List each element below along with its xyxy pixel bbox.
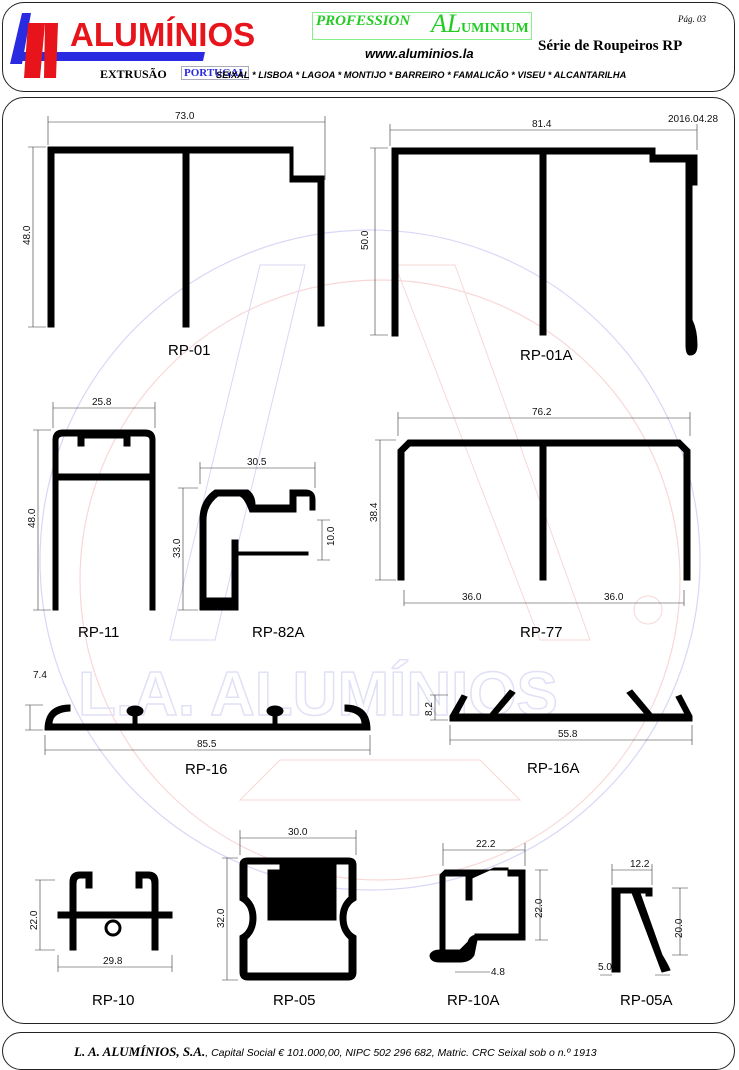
profile-label: RP-10 bbox=[92, 992, 135, 1009]
profile-rp-01: 73.0 48.0 RP-01 bbox=[22, 111, 326, 359]
locations: SEIXAL * LISBOA * LAGOA * MONTIJO * BARR… bbox=[216, 70, 627, 80]
drawing-area bbox=[2, 97, 735, 1024]
dim-width: 25.8 bbox=[92, 397, 112, 408]
profile-rp-16a: 8.2 55.8 RP-16A bbox=[424, 689, 693, 777]
profile-label: RP-05 bbox=[273, 992, 316, 1009]
dim-height: 48.0 bbox=[27, 508, 38, 528]
profile-rp-77: 76.2 38.4 36.0 36.0 RP-77 bbox=[369, 407, 691, 641]
profile-rp-10: 29.8 22.0 RP-10 bbox=[29, 871, 173, 1009]
profile-label: RP-16A bbox=[527, 760, 580, 777]
profile-label: RP-16 bbox=[185, 761, 228, 778]
dim-height: 50.0 bbox=[360, 230, 371, 250]
profile-rp-16: 7.4 85.5 RP-16 bbox=[25, 670, 371, 778]
profile-label: RP-01A bbox=[520, 347, 573, 364]
profile-label: RP-05A bbox=[620, 992, 673, 1009]
dim-height: 33.0 bbox=[172, 538, 183, 558]
dim-height: 20.0 bbox=[674, 918, 685, 938]
profile-rp-05a: 12.2 20.0 5.0 RP-05A bbox=[598, 859, 688, 1009]
dim-small: 4.8 bbox=[491, 967, 505, 978]
dim-width: 30.5 bbox=[247, 457, 267, 468]
dim-height: 7.4 bbox=[33, 670, 47, 681]
dim-small: 5.0 bbox=[598, 962, 612, 973]
logo-text: ALUMÍNIOS bbox=[70, 16, 256, 53]
dim-height: 38.4 bbox=[369, 502, 380, 522]
profile-label: RP-10A bbox=[447, 992, 500, 1009]
profile-label: RP-77 bbox=[520, 624, 563, 641]
header bbox=[2, 2, 735, 92]
profile-rp-11: 25.8 48.0 RP-11 bbox=[27, 397, 156, 641]
dim-height: 22.0 bbox=[534, 898, 545, 918]
profile-rp-05: 30.0 32.0 RP-05 bbox=[216, 827, 357, 1009]
series-title: Série de Roupeiros RP bbox=[538, 38, 683, 54]
profile-rp-10a: 22.2 22.0 4.8 RP-10A bbox=[429, 839, 548, 1009]
company-name: L. A. ALUMÍNIOS, S.A. bbox=[74, 1044, 206, 1059]
dim-width: 12.2 bbox=[630, 859, 650, 870]
dim-height: 22.0 bbox=[29, 910, 40, 930]
dim-width: 85.5 bbox=[197, 739, 217, 750]
dim-height: 8.2 bbox=[424, 702, 435, 716]
profession-aluminium-logo: PROFESSION AL UMINIUM bbox=[312, 9, 532, 40]
profession-prefix: PROFESSION bbox=[316, 13, 411, 29]
profile-rp-82a: 30.5 33.0 10.0 RP-82A bbox=[172, 457, 337, 641]
dim-width: 73.0 bbox=[175, 111, 195, 122]
profile-label: RP-11 bbox=[78, 624, 119, 641]
footer-text: L. A. ALUMÍNIOS, S.A., Capital Social € … bbox=[74, 1044, 597, 1060]
date: 2016.04.28 bbox=[668, 114, 718, 125]
watermark: L.A. ALUMÍNIOS bbox=[39, 229, 701, 891]
profile-label: RP-82A bbox=[252, 624, 305, 641]
page-number: Pág. 03 bbox=[678, 14, 706, 24]
dim-height: 48.0 bbox=[22, 225, 33, 245]
dim-height: 32.0 bbox=[216, 908, 227, 928]
profession-al: AL bbox=[431, 9, 462, 38]
footer bbox=[2, 1032, 735, 1070]
profile-rp-01a: 81.4 50.0 RP-01A bbox=[360, 119, 698, 364]
dim-width: 55.8 bbox=[558, 729, 578, 740]
profile-label: RP-01 bbox=[168, 342, 211, 359]
dim-width: 81.4 bbox=[532, 119, 552, 130]
dim-right: 36.0 bbox=[604, 592, 624, 603]
dim-lip: 10.0 bbox=[326, 526, 337, 546]
logo-mark bbox=[10, 13, 205, 78]
website[interactable]: www.aluminios.la bbox=[365, 46, 474, 61]
company-details: , Capital Social € 101.000,00, NIPC 502 … bbox=[205, 1047, 597, 1059]
dim-width: 29.8 bbox=[103, 956, 123, 967]
dim-width: 76.2 bbox=[532, 407, 552, 418]
profession-suffix: UMINIUM bbox=[461, 21, 529, 36]
dim-width: 30.0 bbox=[288, 827, 308, 838]
dim-left: 36.0 bbox=[462, 592, 482, 603]
extrusao-text: EXTRUSÃO bbox=[100, 67, 167, 81]
portugal-badge: PORTUGAL bbox=[181, 66, 249, 80]
dim-width: 22.2 bbox=[476, 839, 496, 850]
